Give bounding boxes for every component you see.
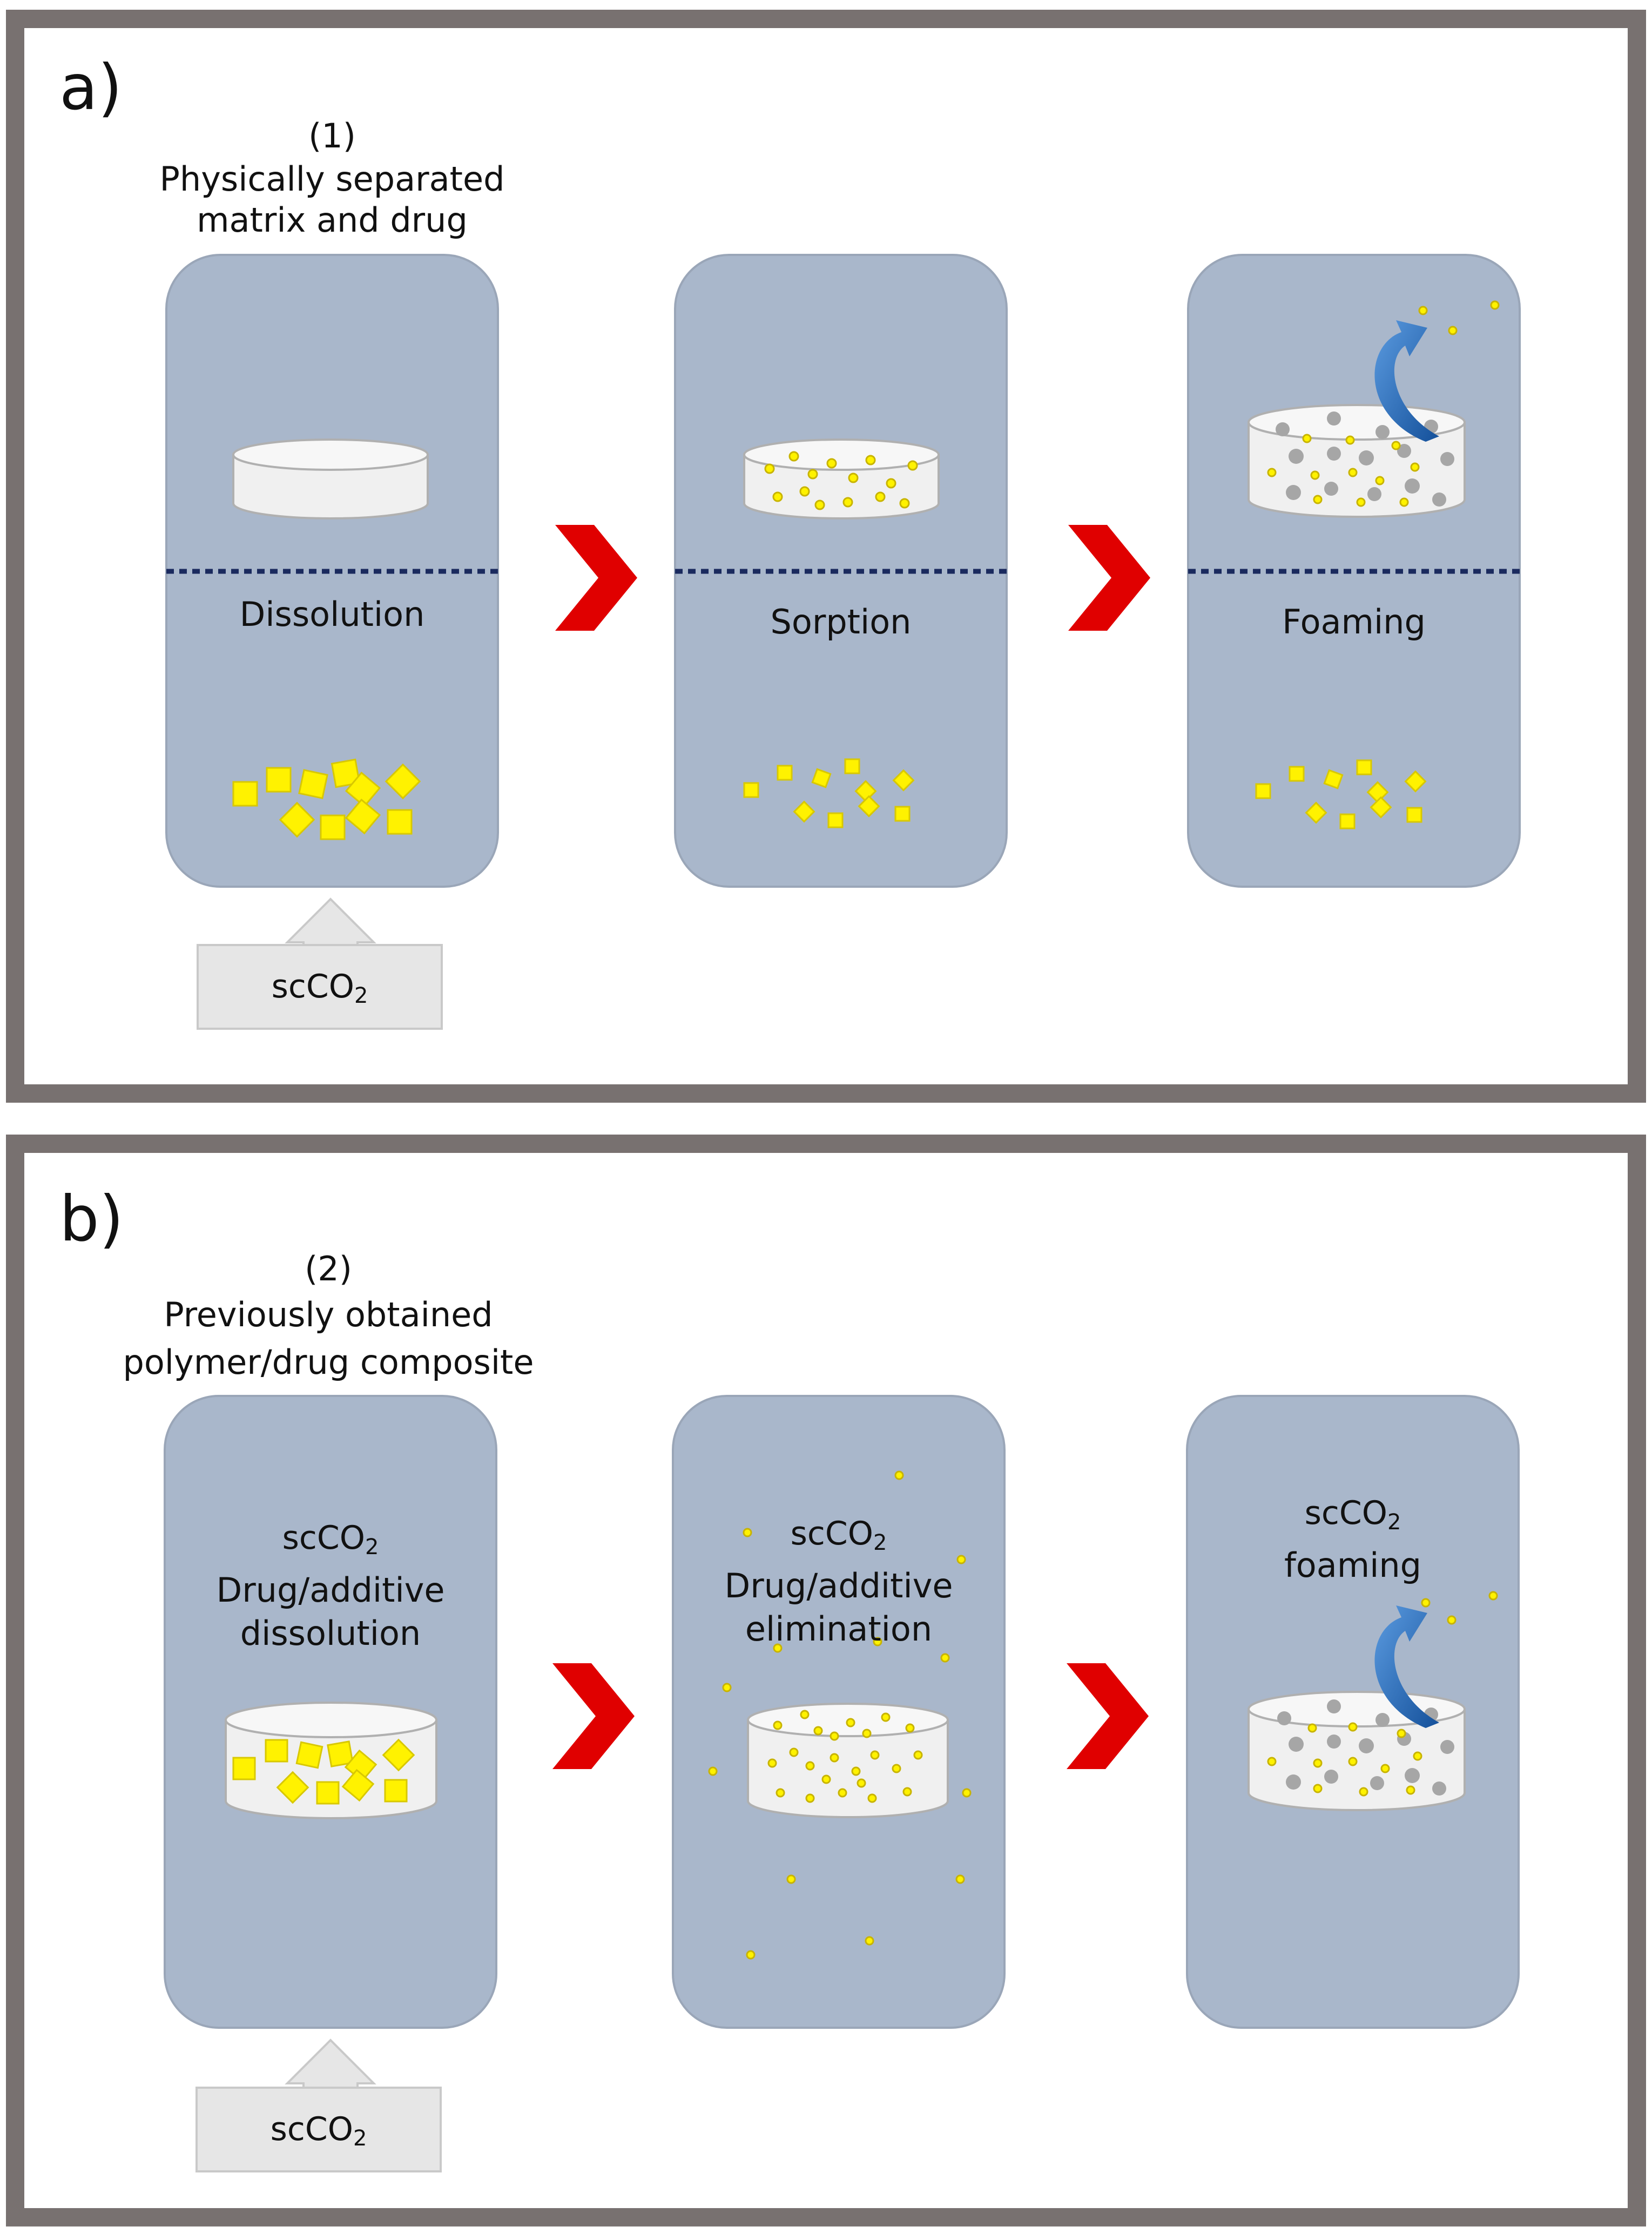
step-elimination: scCO2 Drug/additive elimination [724,1515,953,1649]
release-arrow-a [1374,320,1439,442]
vessel-sorption [674,254,1008,888]
scco2-inlet-b [195,2087,442,2172]
panel-b-label: b) [59,1183,124,1256]
panel-a-caption-line2: matrix and drug [197,200,468,240]
drug-particles-disk-3 [1267,434,1420,507]
pores-disk-b3 [1277,1699,1454,1796]
chevron-right-icon [1068,525,1150,631]
drug-crystals-b1 [232,1738,415,1805]
drug-particles-b2 [767,1710,923,1803]
drug-crystals-2 [743,758,915,828]
escaping-drug-a [1418,300,1500,335]
panel-b-caption-line2: polymer/drug composite [123,1342,534,1382]
drug-particles-disk-2 [764,451,918,510]
scco2-inlet-a [197,944,443,1030]
step-foaming-a: Foaming [1282,602,1426,642]
scco2-inlet-b-label: scCO2 [270,2110,367,2151]
chevron-right-icon [1067,1663,1149,1769]
panel-a-number: (1) [308,116,356,156]
drug-particles-b3 [1267,1722,1422,1797]
free-drug-particles-b2 [708,1470,972,1960]
composite-disk-b2 [747,1703,949,1818]
vessel-dissolution [165,254,499,888]
chevron-right-icon [552,1663,635,1769]
drug-crystals-3 [1255,759,1427,829]
step-foaming-b: scCO2 foaming [1284,1494,1422,1585]
escaping-drug-b [1421,1591,1498,1625]
scco2-inlet-a-label: scCO2 [271,968,368,1008]
polymer-disk-2 [743,438,940,519]
pores-disk-3 [1276,411,1454,507]
panel-b-number: (2) [305,1249,352,1288]
drug-crystals-1 [232,758,421,840]
panel-b-caption-line1: Previously obtained [164,1295,493,1334]
chevron-right-icon [555,525,637,631]
panel-a-label: a) [59,51,123,124]
panel-a-caption-line1: Physically separated [159,159,505,199]
release-arrow-b [1374,1605,1439,1728]
step-dissolution-b: scCO2 Drug/additive dissolution [216,1519,445,1653]
polymer-disk-1 [232,438,429,519]
step-sorption: Sorption [770,602,912,642]
step-dissolution: Dissolution [239,595,425,634]
vessel-foaming-a [1187,254,1521,888]
